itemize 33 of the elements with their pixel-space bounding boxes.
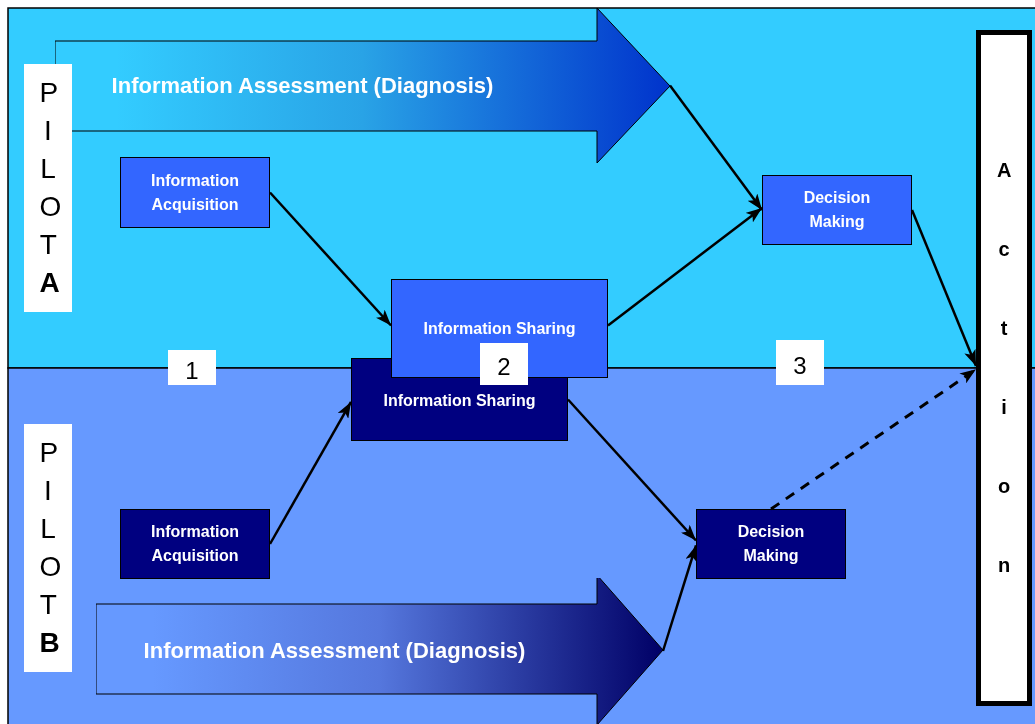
node-label: Information Assessment (Diagnosis) xyxy=(143,638,526,664)
vertical-label: PILOT A xyxy=(38,76,74,300)
process-box xyxy=(391,279,608,378)
arrow xyxy=(269,191,392,327)
arrow xyxy=(910,209,978,367)
node-label: Decision Making xyxy=(802,188,872,232)
arrow xyxy=(268,401,353,545)
arrow xyxy=(607,206,763,327)
pilot-label xyxy=(24,64,72,312)
step-number xyxy=(480,343,528,385)
step-number xyxy=(168,350,216,385)
node-label: Information Acquisition xyxy=(150,170,240,215)
arrow xyxy=(661,545,698,652)
arrow xyxy=(567,398,697,542)
process-box xyxy=(696,509,846,579)
node-label: Decision Making xyxy=(736,522,806,566)
vertical-label: PILOT B xyxy=(38,436,74,660)
step-number-text: 2 xyxy=(497,353,511,381)
step-number xyxy=(776,340,824,385)
vertical-label: Action xyxy=(996,158,1025,578)
process-box xyxy=(120,509,270,579)
process-box xyxy=(120,157,270,228)
pilot-label xyxy=(24,424,72,672)
dashed-arrow xyxy=(770,368,977,511)
process-box xyxy=(762,175,912,245)
node-label: Information Assessment (Diagnosis) xyxy=(111,72,494,99)
node-label: Information Acquisition xyxy=(150,522,240,566)
node-label: Information Sharing xyxy=(422,318,577,339)
step-number-text: 1 xyxy=(185,356,199,385)
node-label: Information Sharing xyxy=(382,391,537,411)
action-bar xyxy=(976,30,1032,706)
step-number-text: 3 xyxy=(793,351,807,380)
arrow xyxy=(669,84,763,211)
